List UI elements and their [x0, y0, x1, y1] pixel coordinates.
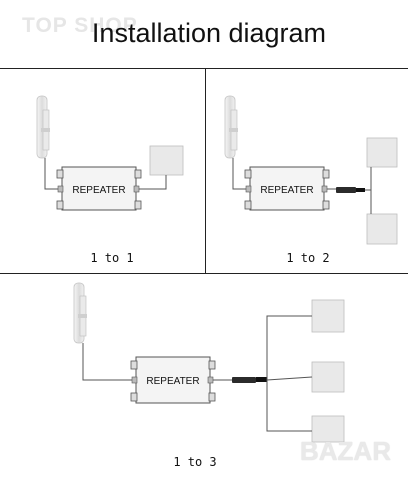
repeater-box-1: REPEATER: [56, 166, 142, 211]
indoor-panel-antenna-3c: [311, 415, 345, 443]
indoor-panel-antenna-2a: [366, 137, 398, 168]
cables-3: [82, 315, 313, 432]
splitter-2: [336, 187, 365, 193]
cables-2: [232, 158, 372, 214]
panel-1-to-3: [0, 273, 408, 480]
splitter-3: [232, 377, 267, 383]
repeater-label: REPEATER: [260, 185, 313, 196]
indoor-panel-antenna-3b: [311, 361, 345, 393]
repeater-label: REPEATER: [146, 376, 199, 387]
indoor-panel-antenna-1: [149, 145, 184, 176]
cables-1: [44, 158, 167, 190]
outdoor-antenna-2: [224, 95, 238, 159]
bazar-logo: BAZAR: [300, 436, 391, 466]
caption-1-to-1: 1 to 1: [90, 251, 134, 265]
outdoor-antenna-3: [73, 282, 87, 344]
outdoor-antenna-1: [36, 95, 50, 159]
indoor-panel-antenna-3a: [311, 299, 345, 333]
diagram-title: Installation diagram: [91, 18, 327, 48]
repeater-box-3: REPEATER: [130, 356, 216, 404]
caption-1-to-2: 1 to 2: [286, 251, 330, 265]
repeater-label: REPEATER: [72, 185, 125, 196]
watermark: TOP SHOP: [22, 14, 138, 37]
caption-1-to-3: 1 to 3: [173, 455, 217, 469]
indoor-panel-antenna-2b: [366, 213, 398, 245]
repeater-box-2: REPEATER: [244, 166, 330, 211]
